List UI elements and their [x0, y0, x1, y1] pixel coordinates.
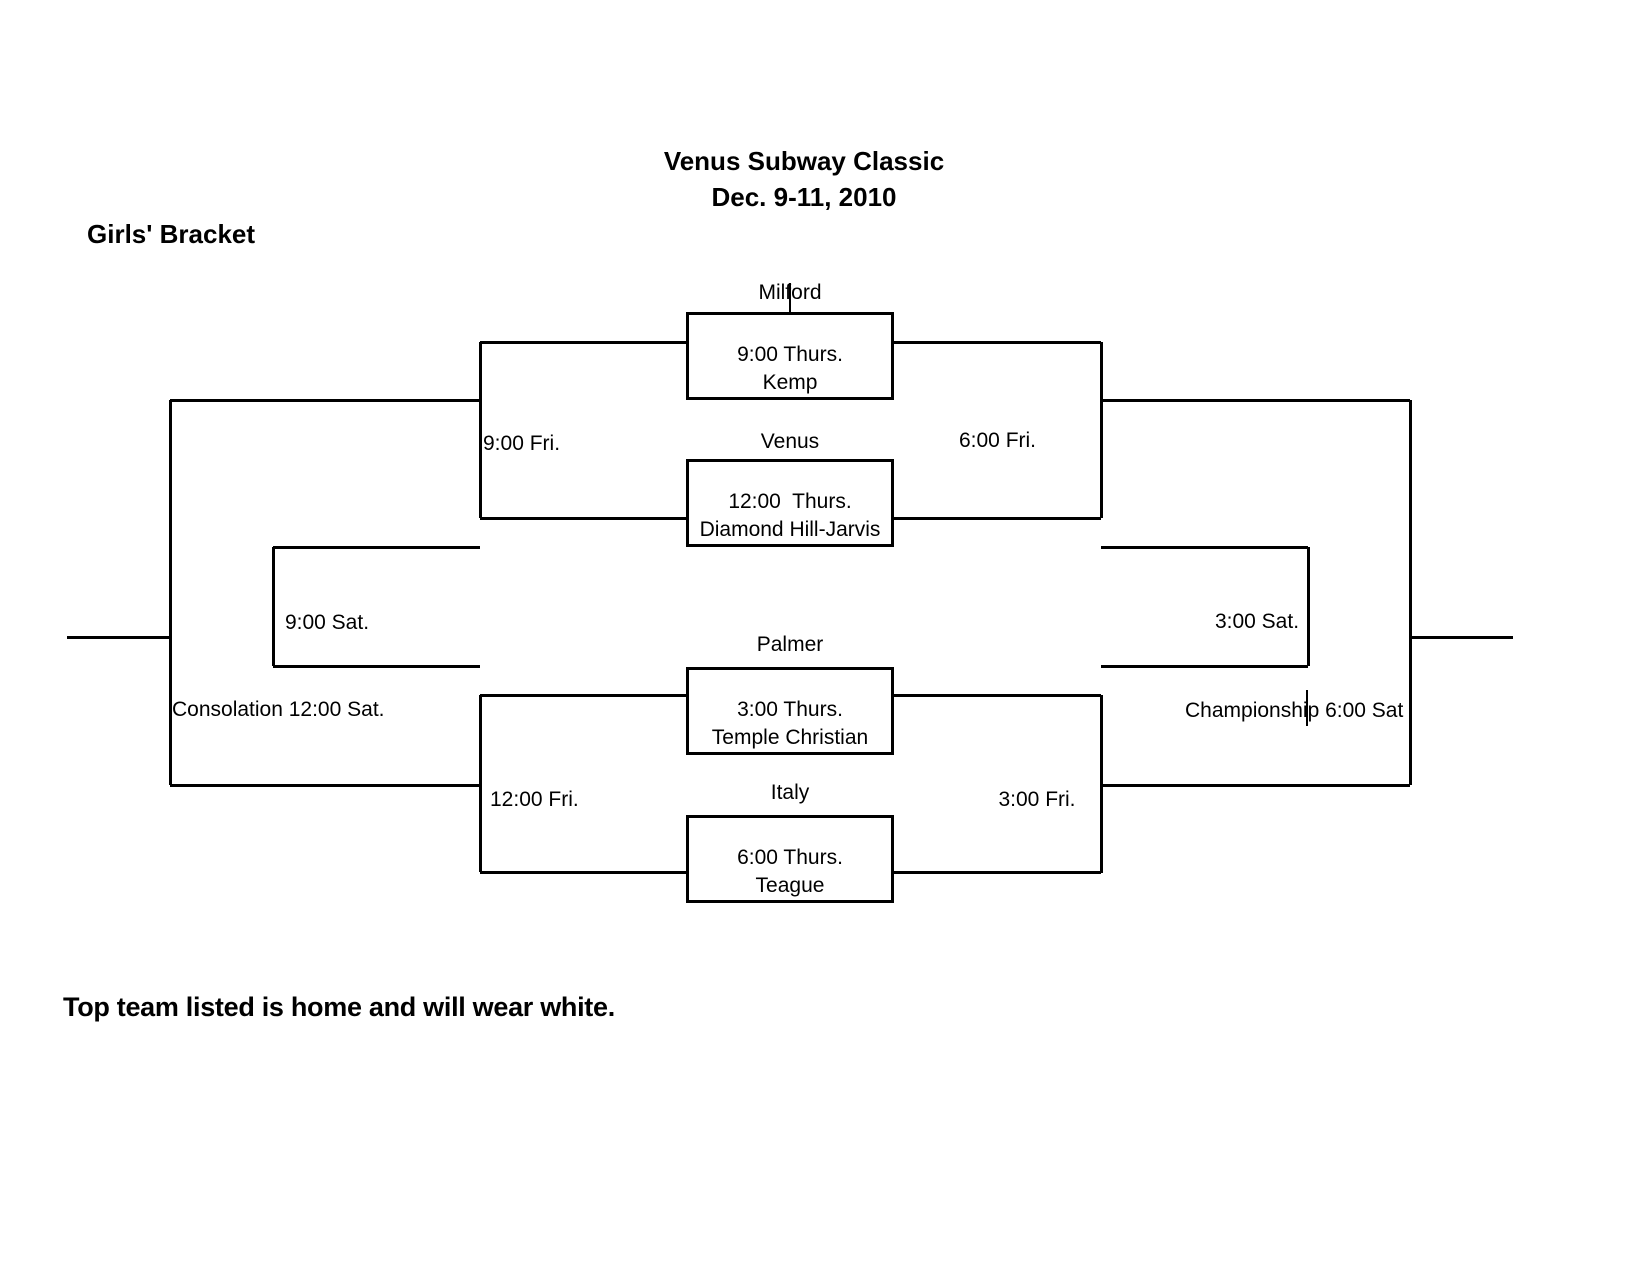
connector-line	[480, 341, 686, 344]
connector-line	[1409, 400, 1412, 785]
round-label-left-sat: 9:00 Sat.	[284, 611, 370, 634]
round-label-right-fri-top: 6:00 Fri.	[958, 429, 1037, 452]
consolation-final-label: Consolation 12:00 Sat.	[172, 698, 385, 721]
game-2-away-team: Diamond Hill-Jarvis	[699, 518, 881, 541]
game-3-time: 3:00 Thurs.	[737, 698, 843, 721]
game-3-home-team: Palmer	[756, 633, 824, 656]
text-cursor	[789, 283, 791, 313]
game-2-box: 12:00 Thurs. Diamond Hill-Jarvis	[686, 459, 894, 547]
game-1-home-team: Milford	[758, 281, 822, 304]
game-3-away-team: Temple Christian	[711, 726, 869, 749]
game-1-time: 9:00 Thurs.	[737, 343, 843, 366]
connector-line	[1101, 665, 1308, 668]
connector-line	[480, 871, 686, 874]
game-4-away-team: Teague	[755, 874, 825, 897]
game-1-away-team: Kemp	[762, 371, 818, 394]
connector-line	[170, 784, 480, 787]
game-2-home-team: Venus	[760, 430, 820, 453]
connector-line	[67, 636, 170, 639]
game-2-time: 12:00 Thurs.	[728, 490, 852, 513]
connector-line	[1101, 399, 1410, 402]
round-label-right-fri-bottom: 3:00 Fri.	[998, 788, 1076, 811]
round-label-left-fri-top: 9:00 Fri.	[483, 432, 561, 455]
connector-line	[272, 547, 275, 666]
connector-line	[894, 694, 1101, 697]
bracket-section-label: Girls' Bracket	[87, 219, 256, 249]
connector-line	[273, 665, 480, 668]
connector-line	[894, 517, 1101, 520]
connector-line	[894, 341, 1101, 344]
connector-line	[479, 695, 482, 872]
connector-line	[480, 517, 686, 520]
connector-line	[1100, 342, 1103, 518]
connector-line	[1101, 546, 1308, 549]
connector-line	[480, 694, 686, 697]
game-4-time: 6:00 Thurs.	[737, 846, 843, 869]
tournament-title: Venus Subway Classic	[663, 146, 945, 176]
game-3-box: 3:00 Thurs. Temple Christian	[686, 667, 894, 755]
connector-line	[1101, 784, 1410, 787]
connector-line	[1307, 547, 1310, 666]
connector-line	[273, 546, 480, 549]
game-4-box: 6:00 Thurs. Teague	[686, 815, 894, 903]
connector-line	[1410, 636, 1513, 639]
championship-final-label: Championship 6:00 Sat	[1185, 699, 1404, 722]
tournament-dates: Dec. 9-11, 2010	[711, 182, 897, 212]
round-label-left-fri-bottom: 12:00 Fri.	[490, 788, 579, 811]
connector-line	[170, 399, 480, 402]
connector-line	[479, 342, 482, 518]
game-4-home-team: Italy	[770, 781, 810, 804]
connector-line	[169, 400, 172, 785]
connector-line	[894, 871, 1101, 874]
text-cursor	[1306, 690, 1308, 726]
game-1-box: 9:00 Thurs. Kemp	[686, 312, 894, 400]
footer-note: Top team listed is home and will wear wh…	[63, 992, 615, 1022]
round-label-right-sat: 3:00 Sat.	[1214, 610, 1300, 633]
